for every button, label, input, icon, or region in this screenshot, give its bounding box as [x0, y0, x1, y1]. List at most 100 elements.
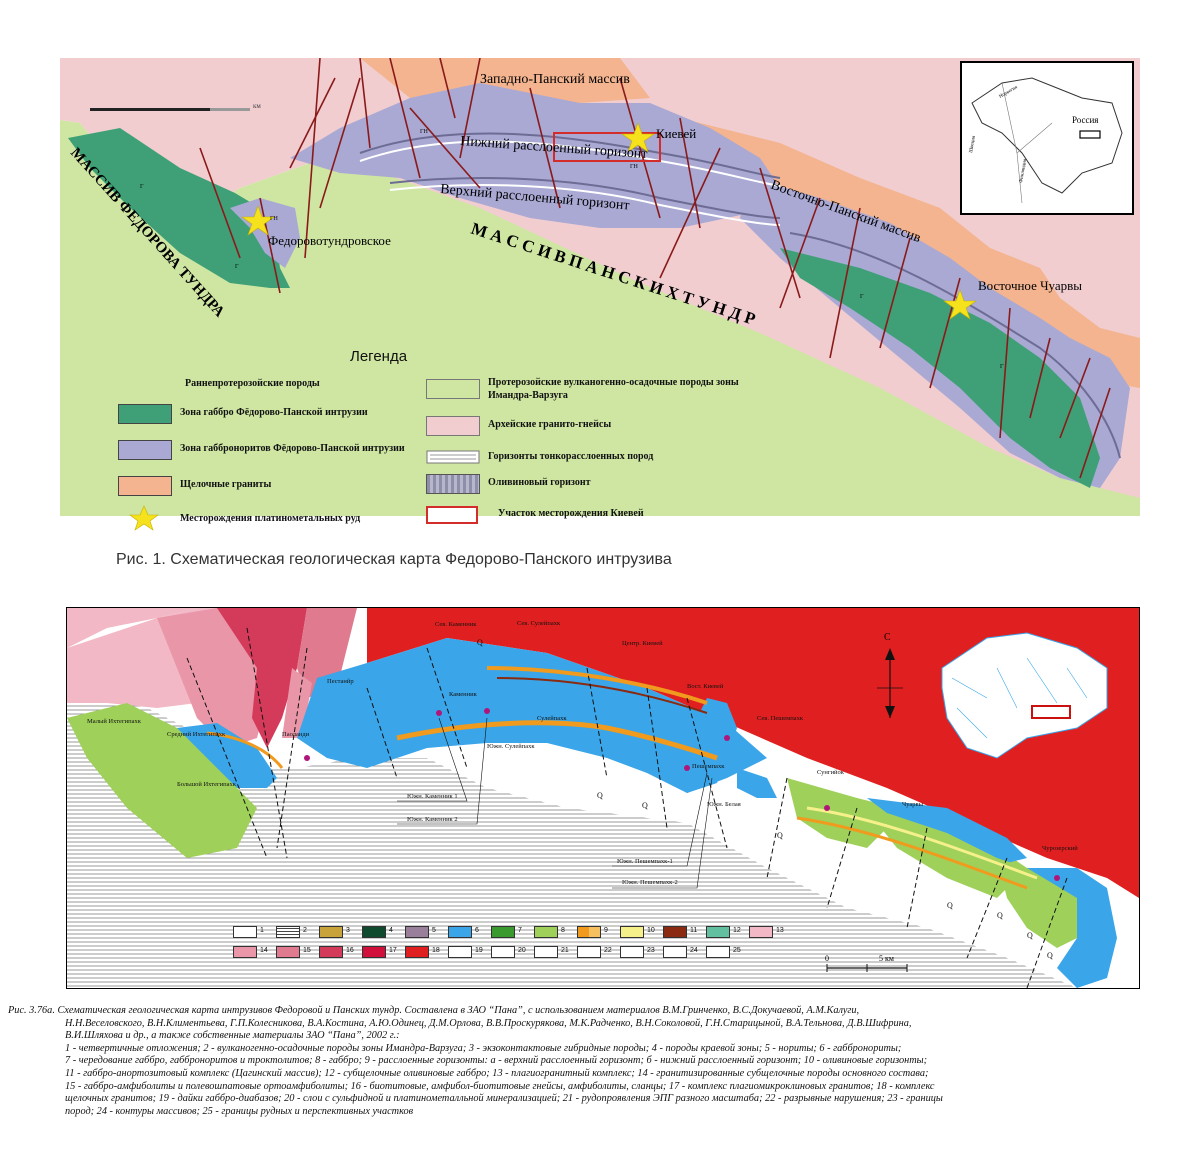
legend-number-16: 16 [346, 947, 354, 954]
legend-number-21: 21 [561, 947, 569, 954]
inset-coast [971, 77, 1123, 194]
legend-swatch-13 [749, 926, 773, 938]
legend-swatch-20 [491, 946, 515, 958]
swatch-kievey-area [426, 506, 478, 524]
north-label: С [884, 632, 891, 643]
caption-line-4: 1 - четвертичные отложения; 2 - вулканог… [65, 1042, 902, 1054]
legend-swatch-19 [448, 946, 472, 958]
code-g-2: Г [235, 264, 239, 270]
label-yuzh-peshempakh-2: Южн. Пешемпахк-2 [622, 879, 678, 886]
star-icon [129, 505, 159, 531]
geologic-map-2: Q Q Q Q Q Q Q Q Сев. Каменник Сев. Сулей… [67, 608, 1139, 988]
label-peshempakh: Пешемпахк [692, 763, 725, 770]
legend-number-11: 11 [690, 927, 698, 934]
blue-east-1 [867, 798, 1027, 863]
legend-number-24: 24 [690, 947, 698, 954]
legend-box-14: 14 [233, 946, 275, 958]
legend-box-8: 8 [534, 926, 576, 938]
legend-number-18: 18 [432, 947, 440, 954]
label-chuarvy: Чуарвы [902, 801, 924, 808]
legend-swatch-22 [577, 946, 601, 958]
pink-15 [297, 608, 357, 698]
figure-1-caption: Рис. 1. Схематическая геологическая карт… [116, 551, 672, 568]
legend-deposit-label: Месторождения платинометальных руд [180, 513, 361, 524]
label-pestanyr: Пестанйр [327, 678, 354, 685]
kievey-label: Киевей [656, 126, 696, 141]
legend-olivine-label: Оливиновый горизонт [488, 477, 591, 488]
legend-number-20: 20 [518, 947, 526, 954]
legend-swatch-15 [276, 946, 300, 958]
figure-2-frame: Q Q Q Q Q Q Q Q Сев. Каменник Сев. Сулей… [66, 607, 1140, 989]
code-gn-1: ГН [420, 129, 428, 135]
blue-gabbronorite [297, 638, 767, 793]
code-gn-3: ГН [270, 216, 278, 222]
legend-box-22: 22 [577, 946, 619, 958]
legend-number-6: 6 [475, 927, 479, 934]
q-3: Q [642, 801, 648, 810]
legend-swatch-11 [663, 926, 687, 938]
label-sev-kamennik: Сев. Каменник [435, 621, 477, 628]
legend-swatch-12 [706, 926, 730, 938]
scale-bar [90, 108, 250, 111]
legend-swatch-4 [362, 926, 386, 938]
legend-number-17: 17 [389, 947, 397, 954]
legend-swatch-3 [319, 926, 343, 938]
inset-map-1: Россия Норвегия Швеция Финляндия [960, 61, 1134, 215]
label-vost-kievey: Вост. Киевей [687, 683, 724, 690]
inset-locator [1079, 130, 1101, 139]
label-yuzh-kamennik-2: Южн. Каменник 2 [407, 816, 458, 823]
legend-number-19: 19 [475, 947, 483, 954]
label-yuzh-kamennik-1: Южн. Каменник 1 [407, 793, 458, 800]
legend-swatch-23 [620, 946, 644, 958]
legend-proterozoic-label: Протерозойские вулканогенно-осадочные по… [488, 377, 739, 401]
legend-number-5: 5 [432, 927, 436, 934]
scale-unit: км [253, 102, 261, 110]
inset-russia: Россия [1072, 115, 1098, 125]
code-gn-2: ГН [630, 164, 638, 170]
blue-peshempakh [677, 698, 737, 793]
yellow-layer [806, 806, 1038, 880]
label-yuzh-belaya: Южн. Белая [707, 801, 741, 808]
legend-number-13: 13 [776, 927, 784, 934]
archean-area [60, 58, 1140, 543]
legend-swatch-18 [405, 946, 429, 958]
label-suleypakh: Сулейпахк [537, 715, 567, 722]
legend-number-4: 4 [389, 927, 393, 934]
proterozoic-area [60, 120, 1140, 516]
legend-swatch-2 [276, 926, 300, 938]
code-g-3: Г [860, 294, 864, 300]
legend-number-1: 1 [260, 927, 264, 934]
orange-layer-1 [396, 720, 718, 761]
inset-svg: Россия Норвегия Швеция Финляндия [969, 77, 1123, 204]
west-pana-label: Западно-Панский массив [480, 72, 630, 87]
label-yuzh-suleypakh: Южн. Сулейпахк [487, 743, 535, 750]
legend-swatch-14 [233, 946, 257, 958]
layered-swatch [426, 450, 480, 464]
blue-south-peshempakh [737, 768, 777, 798]
scale-bar-2 [826, 964, 908, 972]
legend-left-heading: Раннепротерозойские породы [185, 378, 320, 389]
q-1: Q [477, 638, 483, 647]
legend-number-12: 12 [733, 927, 741, 934]
caption-line-1: Рис. 3.76а. Схематическая геологическая … [8, 1005, 860, 1016]
pink-13 [67, 608, 197, 648]
scale-0: 0 [825, 954, 829, 963]
east-chuarvy-label: Восточное Чуарвы [978, 278, 1082, 293]
caption-line-8: щелочных гранитов; 19 - дайки габбро-диа… [65, 1093, 943, 1105]
legend-box-12: 12 [706, 926, 748, 938]
legend-box-7: 7 [491, 926, 533, 938]
q-markers: Q Q Q Q Q Q Q Q [477, 638, 1053, 960]
figure-1-map: км Западно-Панский массив Нижний расслое… [60, 57, 1140, 548]
legend-box-4: 4 [362, 926, 404, 938]
legend-number-23: 23 [647, 947, 655, 954]
blue-west [177, 723, 277, 788]
legend-box-3: 3 [319, 926, 361, 938]
fedorov-gabbro [68, 128, 290, 288]
hatch-area [67, 698, 1077, 988]
legend-gabbro-label: Зона габбро Фёдорово-Панской интрузии [180, 407, 368, 418]
legend-archean-label: Архейские гранито-гнейсы [488, 419, 612, 430]
q-6: Q [997, 911, 1003, 920]
swatch-proterozoic [426, 379, 480, 399]
q-7: Q [1027, 931, 1033, 940]
